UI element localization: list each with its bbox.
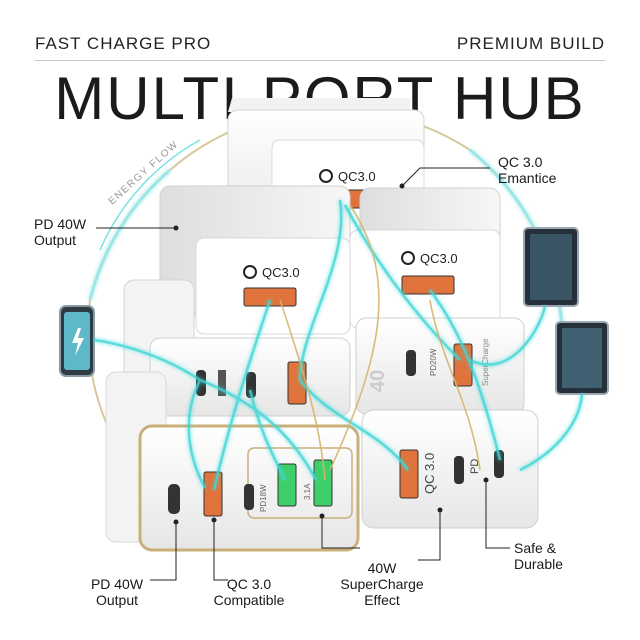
callout-qc-bottom: QC 3.0 Compatible (213, 576, 285, 608)
svg-text:PD18W: PD18W (259, 484, 268, 512)
charger-row3-left (123, 279, 351, 417)
svg-text:PD20W: PD20W (429, 348, 438, 376)
bolt-icon (72, 328, 84, 356)
charger-row3-right: 40 PD20W SuperCharge (355, 317, 525, 415)
callout-qc-top: QC 3.0 Emantice (498, 154, 557, 186)
build-label: PREMIUM BUILD (456, 34, 605, 53)
gold-cables (279, 204, 481, 481)
brand-label: FAST CHARGE PRO (35, 34, 212, 53)
callout-pd-bottom: PD 40W Output (90, 576, 144, 608)
header-divider (35, 60, 605, 61)
callout-supercharge: 40W SuperCharge Effect (340, 560, 424, 608)
phone-left (59, 305, 95, 377)
callout-pd-left: PD 40W Output (34, 216, 87, 248)
tablet-bottom-right (555, 321, 609, 395)
charger-bottom-right: QC 3.0 PD (361, 409, 539, 529)
svg-text:SuperCharge: SuperCharge (481, 338, 490, 386)
charger-mid-right: QC3.0 (349, 187, 501, 329)
callout-safe: Safe & Durable (514, 540, 564, 572)
callout-dots (173, 183, 489, 525)
svg-text:QC 3.0: QC 3.0 (422, 453, 437, 494)
svg-text:40: 40 (367, 370, 389, 392)
svg-text:PD: PD (469, 459, 481, 474)
callout-lines (96, 167, 510, 581)
svg-text:QC3.0: QC3.0 (420, 251, 458, 266)
svg-text:3.1A: 3.1A (303, 483, 312, 500)
svg-text:QC3.0: QC3.0 (262, 265, 300, 280)
tablet-top-right (523, 227, 579, 307)
energy-cables (93, 199, 584, 491)
svg-text:QC3.0: QC3.0 (338, 169, 376, 184)
